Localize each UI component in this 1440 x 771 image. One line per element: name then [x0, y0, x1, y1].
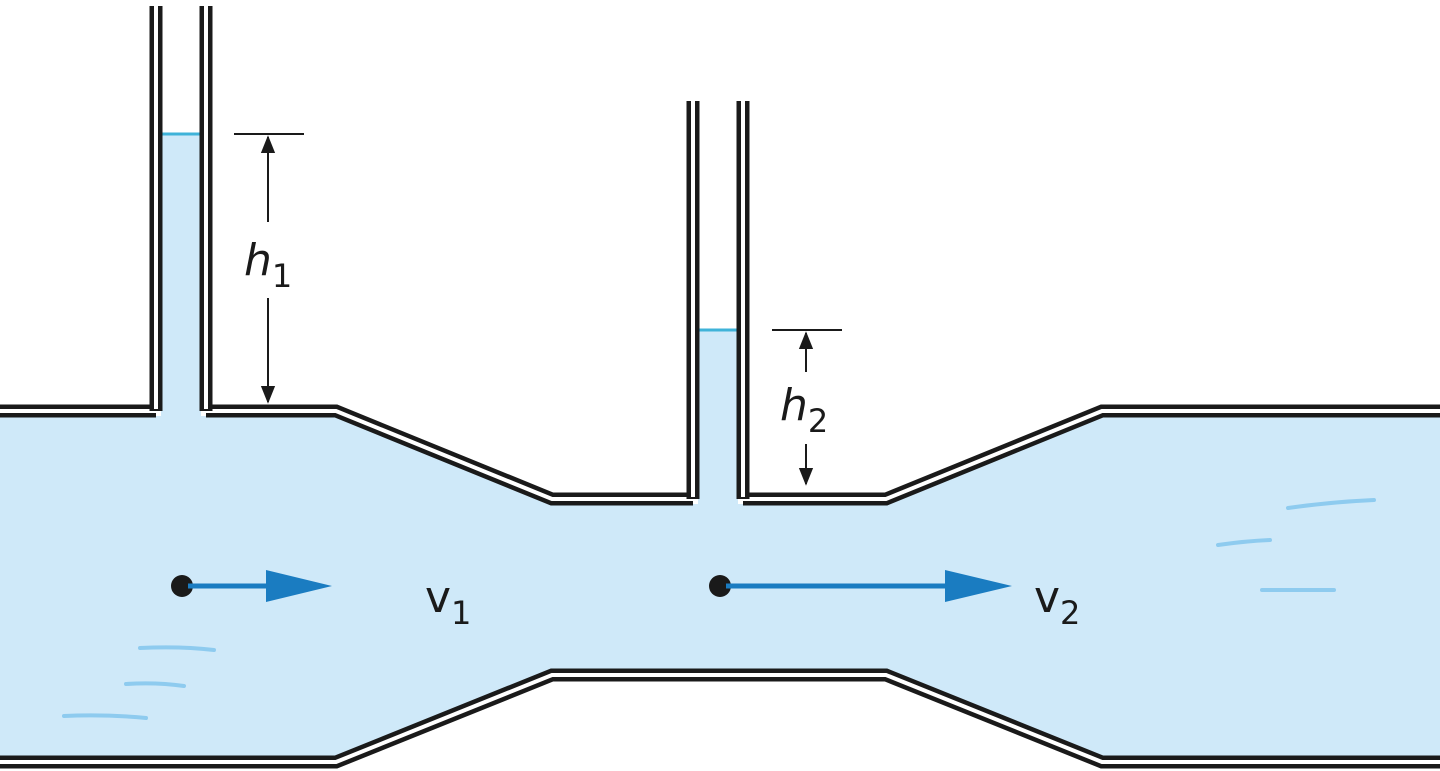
water-ripples — [62, 498, 1376, 720]
v1-label: v1 — [425, 572, 471, 632]
h2-dimension: h2 — [772, 329, 842, 486]
standpipe-2 — [686, 101, 750, 499]
pipe-top-wall — [0, 404, 1440, 506]
standpipe-1-water — [161, 134, 201, 418]
v2-vector: v2 — [709, 570, 1080, 632]
h1-dimension: h1 — [234, 133, 304, 404]
h2-label: h2 — [780, 380, 828, 440]
h1-label: h1 — [244, 235, 292, 295]
v2-label: v2 — [1034, 572, 1080, 632]
v1-vector: v1 — [171, 570, 471, 632]
pipe-bottom-wall — [0, 668, 1440, 769]
standpipe-1 — [149, 6, 213, 411]
standpipe-2-water — [698, 330, 738, 508]
